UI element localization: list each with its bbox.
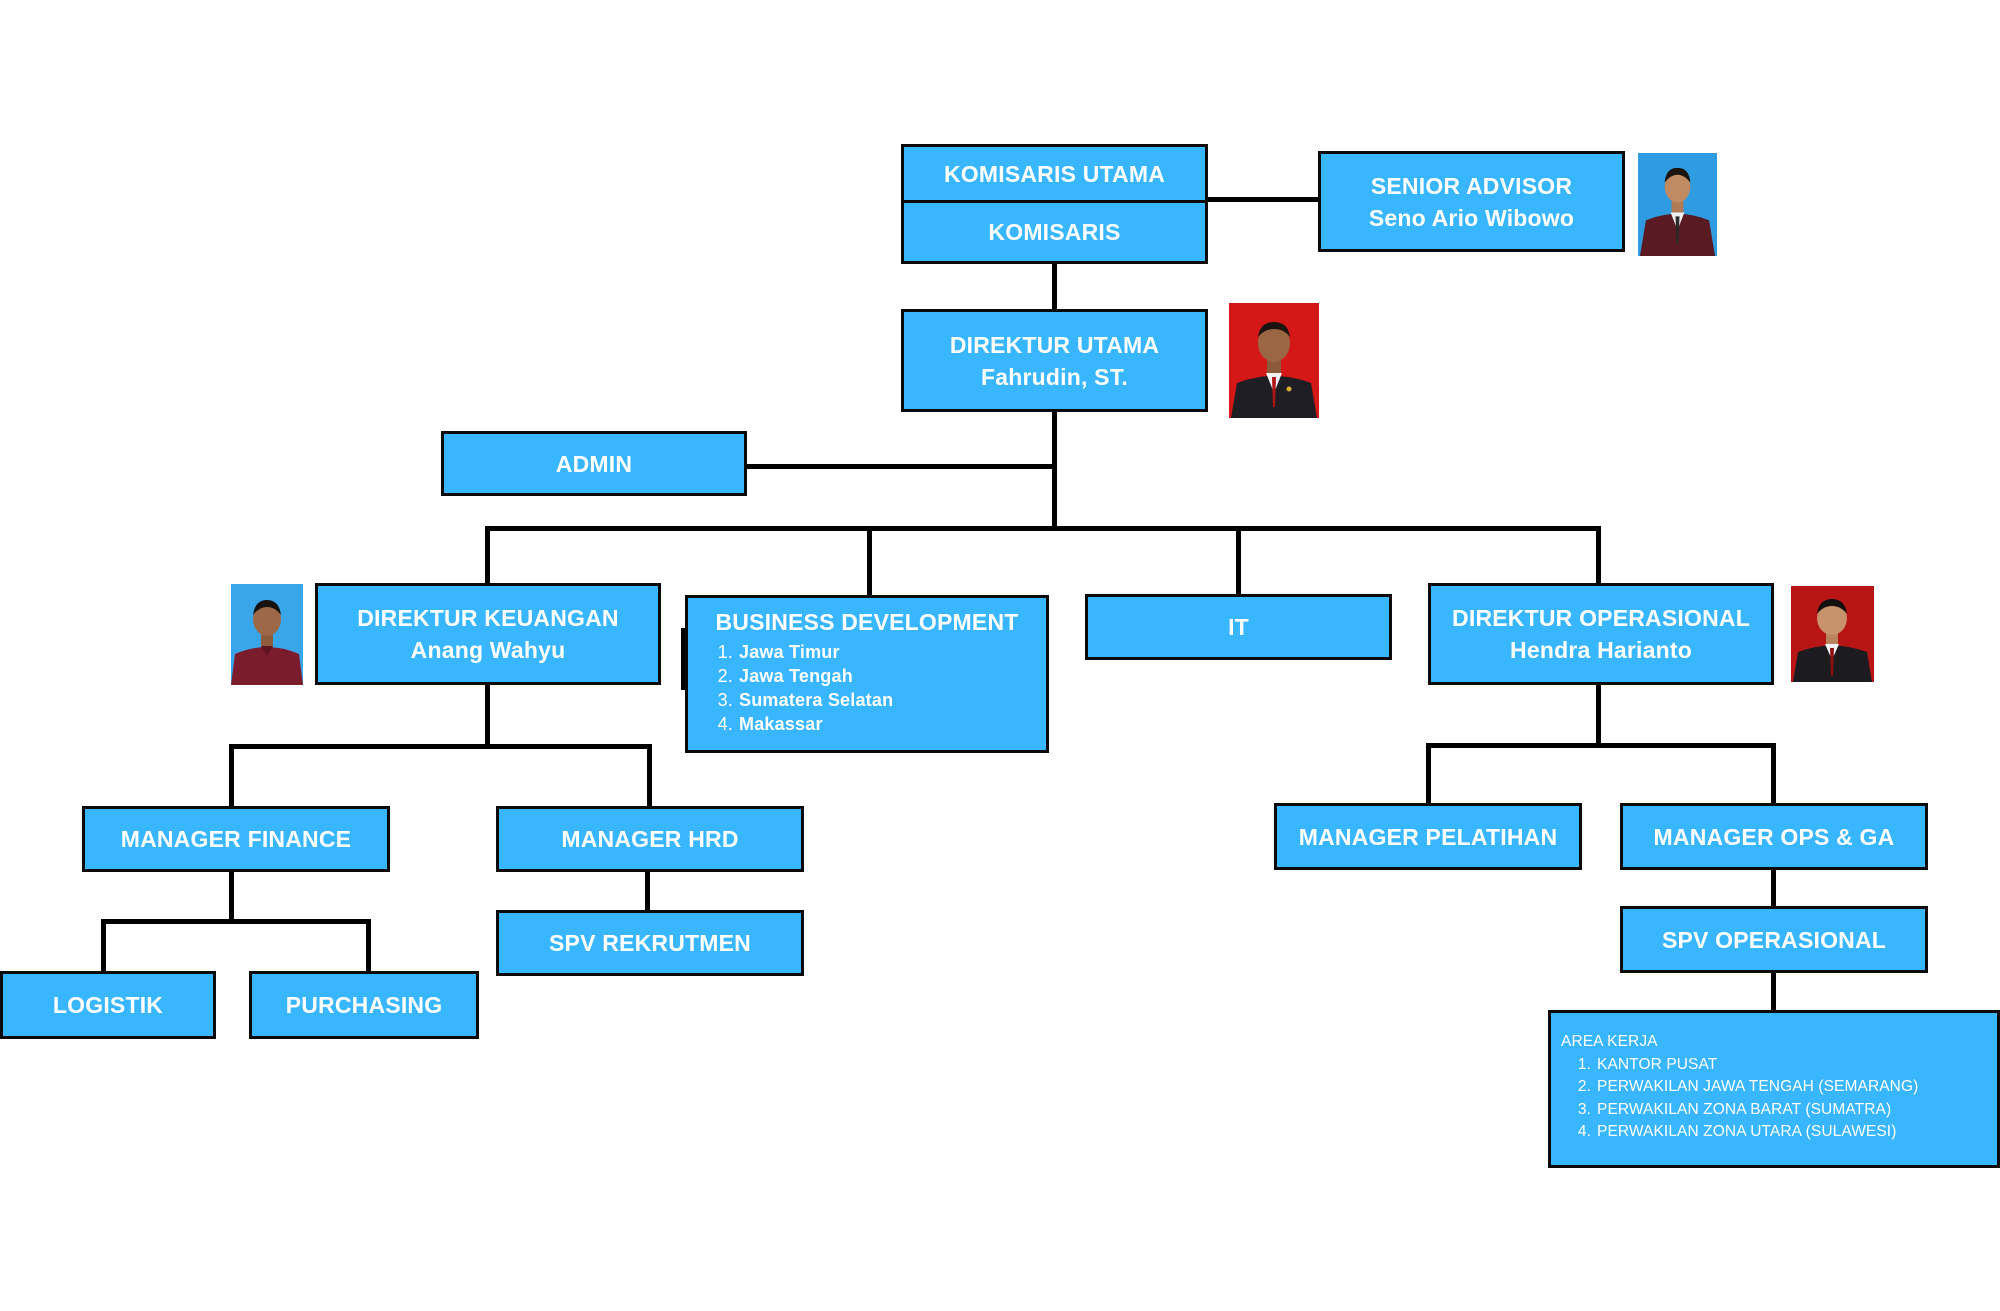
connector [645,870,650,913]
manager-pelatihan-box: MANAGER PELATIHAN [1274,803,1582,870]
list-item: 4.Makassar [717,714,823,734]
manager-finance-box: MANAGER FINANCE [82,806,390,872]
connector [1596,682,1601,746]
spv-operasional-title: SPV OPERASIONAL [1661,926,1887,953]
manager-hrd-title: MANAGER HRD [561,826,739,852]
list-item: 1.KANTOR PUSAT [1577,1055,1718,1073]
business-development-list: 1.Jawa Timur 2.Jawa Tengah 3.Sumatera Se… [688,640,894,736]
komisaris-box: KOMISARIS [901,200,1208,264]
list-item: 3.Sumatera Selatan [717,690,894,710]
spv-rekrutmen-box: SPV REKRUTMEN [496,910,804,976]
senior-advisor-title: SENIOR ADVISOR [1370,172,1573,199]
direktur-keuangan-box: DIREKTUR KEUANGAN Anang Wahyu [315,583,661,685]
komisaris-title: KOMISARIS [988,219,1121,245]
manager-hrd-box: MANAGER HRD [496,806,804,872]
spv-rekrutmen-title: SPV REKRUTMEN [549,930,751,956]
it-title: IT [1228,614,1249,640]
connector [485,526,1601,531]
direktur-keuangan-title: DIREKTUR KEUANGAN [357,605,619,631]
connector [867,526,872,598]
list-item: 4.PERWAKILAN ZONA UTARA (SULAWESI) [1577,1123,1897,1140]
connector [229,744,652,749]
connector [681,628,686,690]
connector [1771,743,1776,807]
hendra-harianto-photo [1791,586,1874,682]
area-kerja-box: AREA KERJA 1.KANTOR PUSAT 2.PERWAKILAN J… [1548,1010,2000,1168]
connector [229,868,234,922]
purchasing-box: PURCHASING [249,971,479,1039]
connector [101,919,106,973]
direktur-keuangan-name: Anang Wahyu [410,637,566,663]
connector [1052,411,1057,528]
list-item: 3.PERWAKILAN ZONA BARAT (SUMATRA) [1577,1100,1892,1118]
connector [745,464,1057,469]
connector [1596,526,1601,586]
connector [1236,526,1241,598]
direktur-operasional-box: DIREKTUR OPERASIONAL Hendra Harianto [1428,583,1774,685]
area-kerja-title: AREA KERJA [1561,1033,1658,1050]
manager-pelatihan-title: MANAGER PELATIHAN [1298,823,1558,850]
logistik-title: LOGISTIK [52,992,164,1018]
connector [1426,743,1431,807]
connector [1052,263,1057,313]
connector [1205,197,1319,202]
direktur-utama-name: Fahrudin, ST. [981,363,1128,390]
direktur-utama-title: DIREKTUR UTAMA [949,331,1160,358]
manager-ops-ga-box: MANAGER OPS & GA [1620,803,1928,870]
connector [647,744,652,810]
connector [1771,971,1776,1014]
manager-finance-title: MANAGER FINANCE [120,826,352,852]
it-box: IT [1085,594,1392,660]
connector [366,919,371,973]
direktur-operasional-name: Hendra Harianto [1510,637,1692,663]
connector [101,919,371,924]
list-item: 1.Jawa Timur [717,642,840,662]
connector [485,682,490,748]
direktur-operasional-title: DIREKTUR OPERASIONAL [1452,605,1750,631]
business-development-title: BUSINESS DEVELOPMENT [715,609,1019,635]
manager-ops-ga-title: MANAGER OPS & GA [1653,823,1895,850]
direktur-utama-box: DIREKTUR UTAMA Fahrudin, ST. [901,309,1208,412]
purchasing-title: PURCHASING [285,992,443,1018]
list-item: 2.PERWAKILAN JAWA TENGAH (SEMARANG) [1577,1078,1919,1095]
admin-title: ADMIN [555,450,633,477]
logistik-box: LOGISTIK [0,971,216,1039]
connector [1771,867,1776,910]
business-development-box: BUSINESS DEVELOPMENT 1.Jawa Timur 2.Jawa… [685,595,1049,753]
senior-advisor-name: Seno Ario Wibowo [1368,204,1575,231]
area-kerja-list: 1.KANTOR PUSAT 2.PERWAKILAN JAWA TENGAH … [1561,1054,1918,1144]
fahrudin-photo [1229,303,1319,418]
spv-operasional-box: SPV OPERASIONAL [1620,906,1928,973]
komisaris-utama-title: KOMISARIS UTAMA [943,161,1166,187]
komisaris-utama-box: KOMISARIS UTAMA [901,144,1208,204]
anang-wahyu-photo [231,584,303,685]
connector [229,744,234,810]
seno-ario-wibowo-photo [1638,153,1717,256]
senior-advisor-box: SENIOR ADVISOR Seno Ario Wibowo [1318,151,1625,252]
connector [485,526,490,586]
connector [1426,743,1776,748]
admin-box: ADMIN [441,431,747,496]
list-item: 2.Jawa Tengah [717,666,853,686]
